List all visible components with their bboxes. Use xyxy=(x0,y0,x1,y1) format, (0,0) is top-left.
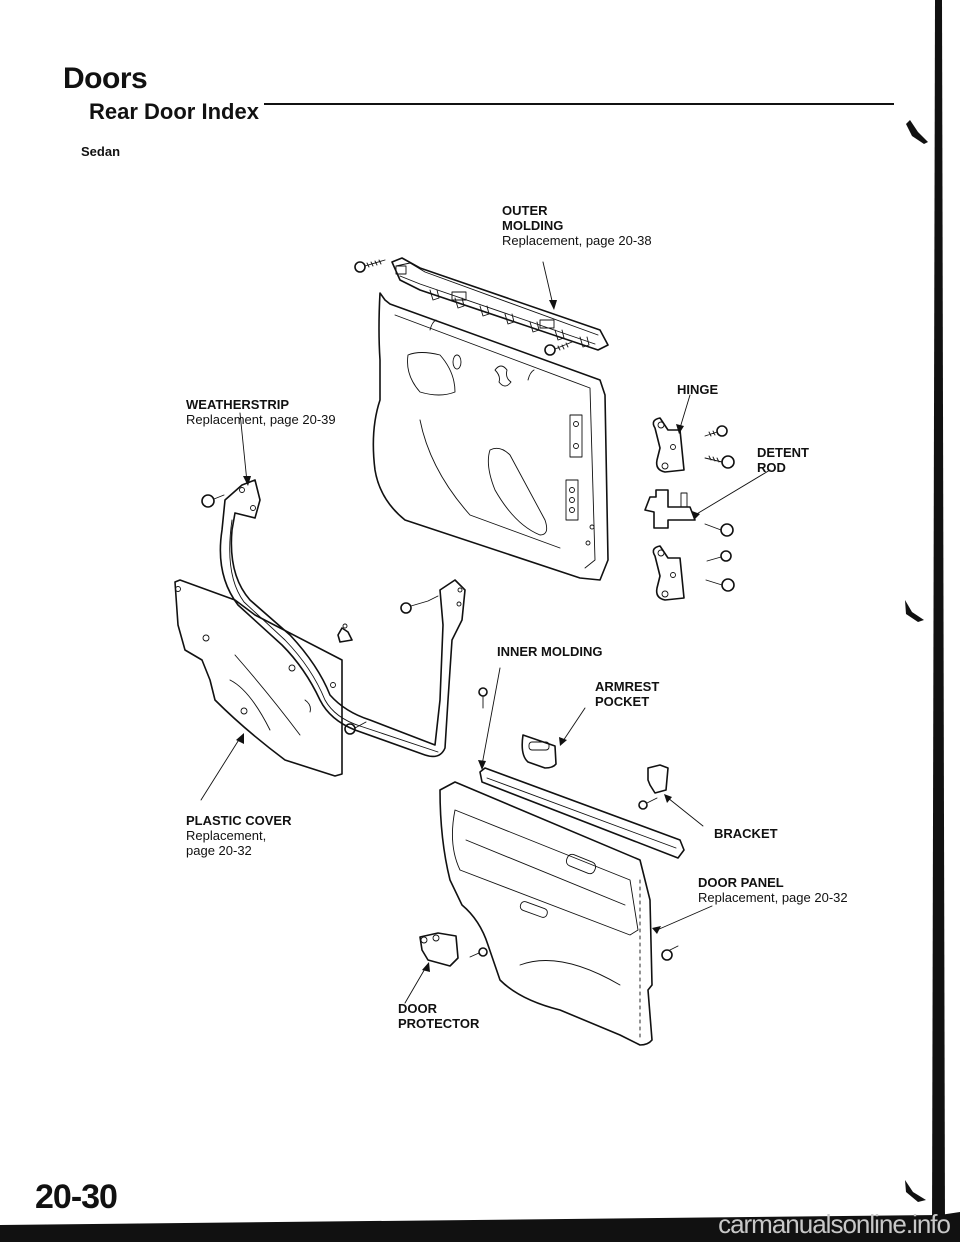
outer-molding-part xyxy=(391,257,609,351)
screw-icon xyxy=(544,341,573,356)
callout-name: ROD xyxy=(757,460,786,475)
callout-outer-molding: OUTER MOLDING Replacement, page 20-38 xyxy=(502,203,652,248)
bolt-icon xyxy=(705,578,735,592)
detent-rod-part xyxy=(644,489,696,529)
clip-icon xyxy=(661,945,679,961)
callout-weatherstrip: WEATHERSTRIP Replacement, page 20-39 xyxy=(186,397,336,427)
callout-name: DOOR PANEL xyxy=(698,875,784,890)
section-rule xyxy=(264,103,894,105)
screw-icon xyxy=(400,595,439,614)
callout-reference: page 20-32 xyxy=(186,843,252,858)
callout-reference: Replacement, xyxy=(186,828,267,843)
callout-name: OUTER xyxy=(502,203,548,218)
clip-icon xyxy=(201,494,225,508)
door-frame-part xyxy=(372,292,609,581)
hinge-upper-part xyxy=(652,417,685,473)
bolt-icon xyxy=(704,523,734,537)
callout-name: DOOR xyxy=(398,1001,437,1016)
screw-icon xyxy=(478,687,488,709)
screw-icon xyxy=(354,259,386,273)
callout-reference: Replacement, page 20-39 xyxy=(186,412,336,427)
screw-icon xyxy=(469,947,488,958)
section-title: Rear Door Index xyxy=(89,99,259,124)
callout-detent-rod: DETENT ROD xyxy=(757,445,809,475)
callout-name: MOLDING xyxy=(502,218,564,233)
callout-hinge: HINGE xyxy=(677,382,718,397)
bolt-icon xyxy=(706,550,732,562)
clip-icon xyxy=(337,623,353,643)
bolt-icon xyxy=(704,425,728,437)
callout-reference: Replacement, page 20-38 xyxy=(502,233,652,248)
callout-door-panel: DOOR PANEL Replacement, page 20-32 xyxy=(698,875,848,905)
callout-armrest-pocket: ARMREST POCKET xyxy=(595,679,659,709)
plastic-cover-part xyxy=(174,579,343,777)
callout-name: PLASTIC COVER xyxy=(186,813,292,828)
page-number: 20-30 xyxy=(35,1178,118,1216)
watermark: carmanualsonline.info xyxy=(718,1209,951,1239)
screw-icon xyxy=(638,797,658,810)
weatherstrip-part xyxy=(219,479,466,758)
variant-label: Sedan xyxy=(81,144,121,159)
callout-name: BRACKET xyxy=(714,826,778,841)
callout-name: HINGE xyxy=(677,382,719,397)
page-title: Doors xyxy=(63,62,148,95)
bolt-icon xyxy=(704,455,735,469)
bracket-part xyxy=(647,764,669,794)
inner-molding-part xyxy=(479,767,685,859)
armrest-pocket-part xyxy=(521,734,557,769)
callout-name: DETENT xyxy=(757,445,809,460)
callout-bracket: BRACKET xyxy=(714,826,778,841)
callout-name: ARMREST xyxy=(595,679,660,694)
clip-icon xyxy=(344,721,367,735)
callout-name: WEATHERSTRIP xyxy=(186,397,290,412)
door-panel-part xyxy=(439,781,653,1046)
callout-plastic-cover: PLASTIC COVER Replacement, page 20-32 xyxy=(186,813,291,858)
callout-name: POCKET xyxy=(595,694,650,709)
callout-name: PROTECTOR xyxy=(398,1016,480,1031)
callout-inner-molding: INNER MOLDING xyxy=(497,644,602,659)
hinge-lower-part xyxy=(652,545,685,601)
callout-reference: Replacement, page 20-32 xyxy=(698,890,848,905)
door-protector-part xyxy=(419,932,459,967)
callout-door-protector: DOOR PROTECTOR xyxy=(398,1001,479,1031)
callout-name: INNER MOLDING xyxy=(497,644,603,659)
